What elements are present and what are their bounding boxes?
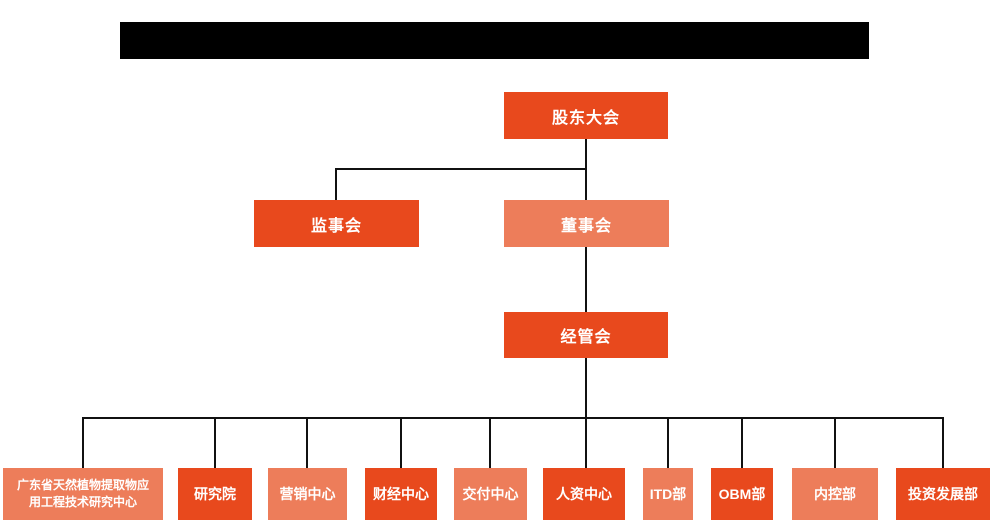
connector-drop-dept-9 (942, 417, 944, 469)
org-node-shareholders-meeting: 股东大会 (504, 92, 668, 139)
connector-drop-dept-8 (834, 417, 836, 469)
dept-label: 广东省天然植物提取物应 用工程技术研究中心 (16, 478, 149, 509)
connector-drop-dept-1 (214, 417, 216, 469)
dept-label: 人资中心 (556, 486, 612, 502)
org-node-label: 股东大会 (551, 109, 620, 127)
dept-hr-center: 人资中心 (543, 468, 625, 520)
connector-drop-dept-6 (667, 417, 669, 469)
connector-drop-dept-3 (400, 417, 402, 469)
org-node-supervisory-board: 监事会 (254, 200, 419, 247)
org-node-label: 经管会 (560, 329, 612, 346)
dept-label: 财经中心 (373, 486, 429, 502)
dept-finance-center: 财经中心 (365, 468, 437, 520)
dept-internal-control: 内控部 (792, 468, 878, 520)
connector-drop-dept-4 (489, 417, 491, 469)
dept-label: 营销中心 (279, 486, 336, 502)
connector-drop-dept-7 (741, 417, 743, 469)
dept-label: ITD部 (649, 486, 687, 502)
connector-drop-dept-2 (306, 417, 308, 469)
org-node-label: 董事会 (560, 217, 612, 235)
dept-label: 研究院 (194, 486, 236, 502)
connector-management-rail (585, 357, 587, 469)
dept-itd: ITD部 (643, 468, 693, 520)
connector-drop-supervisory (335, 168, 337, 201)
connector-shareholders-board (585, 139, 587, 201)
org-node-management-committee: 经管会 (504, 312, 668, 358)
dept-guangdong-plant-extract-research-center: 广东省天然植物提取物应 用工程技术研究中心 (3, 468, 163, 520)
org-node-label: 监事会 (310, 217, 362, 235)
dept-label: 投资发展部 (908, 486, 978, 502)
dept-label: 内控部 (814, 486, 856, 502)
dept-obm: OBM部 (711, 468, 773, 520)
dept-investment-development: 投资发展部 (896, 468, 990, 520)
connector-branch-horizontal (335, 168, 587, 170)
dept-label: OBM部 (718, 486, 766, 502)
dept-label: 交付中心 (462, 486, 519, 502)
connector-department-rail (82, 417, 944, 419)
dept-delivery-center: 交付中心 (454, 468, 527, 520)
redacted-title-bar (120, 22, 869, 59)
dept-marketing-center: 营销中心 (268, 468, 347, 520)
dept-research-institute: 研究院 (178, 468, 252, 520)
connector-drop-dept-0 (82, 417, 84, 469)
org-node-board-of-directors: 董事会 (504, 200, 669, 247)
connector-board-management (585, 246, 587, 313)
